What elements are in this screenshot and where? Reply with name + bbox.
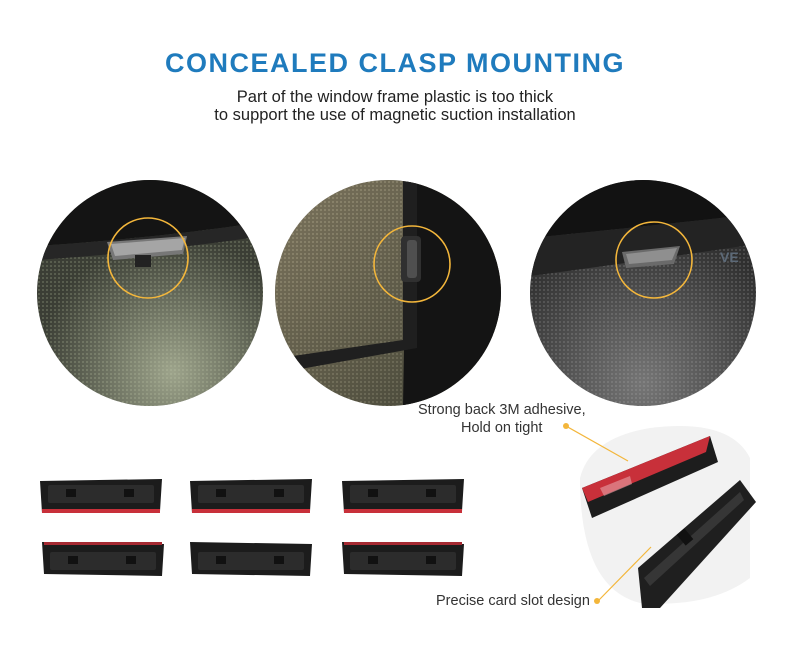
adhesive-callout-line-2: Hold on tight — [461, 420, 543, 436]
slot-callout-dot — [594, 598, 600, 604]
highlight-ring — [107, 217, 189, 299]
clip-mounted-right-edge-photo: VE — [530, 180, 756, 406]
clip-adhesive-detail-photo — [580, 426, 756, 608]
subtitle-line-2: to support the use of magnetic suction i… — [214, 106, 576, 124]
adhesive-callout-line-1: Strong back 3M adhesive, — [418, 402, 586, 418]
page-title: CONCEALED CLASP MOUNTING — [164, 48, 625, 78]
clip-2 — [190, 479, 312, 513]
slot-callout: Precise card slot design — [436, 593, 590, 609]
slot-leader-line — [597, 546, 652, 602]
clip-mounted-top-edge-photo — [37, 180, 263, 406]
clip-6 — [342, 542, 464, 576]
highlight-ring — [615, 221, 693, 299]
clip-1 — [40, 479, 162, 513]
clip-3 — [342, 479, 464, 513]
subtitle-line-1: Part of the window frame plastic is too … — [236, 88, 554, 106]
svg-text:VE: VE — [720, 249, 739, 265]
clip-mounted-side-edge-photo — [275, 180, 501, 406]
adhesive-leader-line — [566, 425, 629, 462]
clip-4 — [42, 542, 164, 576]
clip-5 — [190, 542, 312, 576]
highlight-ring — [373, 225, 451, 303]
